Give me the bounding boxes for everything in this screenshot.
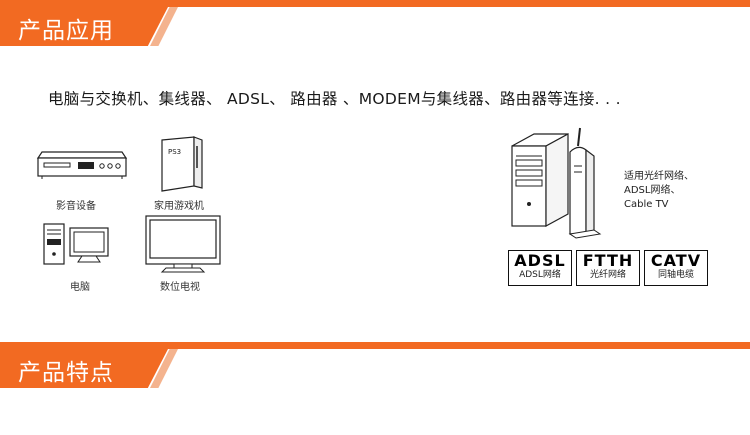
device-label: 影音设备 — [56, 201, 96, 212]
desktop-computer-icon — [43, 223, 109, 265]
badge-catv: CATV 同轴电缆 — [644, 250, 708, 286]
badge-adsl: ADSL ADSL网络 — [508, 250, 572, 286]
svg-text:PS3: PS3 — [168, 148, 181, 156]
network-diagram — [508, 126, 608, 242]
device-television — [144, 214, 222, 274]
badge-title: FTTH — [582, 251, 634, 270]
badge-subtitle: 光纤网络 — [589, 270, 626, 280]
device-dvd-player — [36, 150, 128, 180]
game-console-icon: PS3 — [161, 136, 203, 192]
header-line — [0, 342, 750, 349]
section-title: 产品特点 — [18, 360, 114, 386]
support-line: ADSL网络、 — [624, 185, 681, 196]
dvd-player-icon — [36, 151, 128, 179]
intro-text: 电脑与交换机、集线器、 ADSL、 路由器 、MODEM与集线器、路由器等连接.… — [48, 90, 621, 108]
device-game-console: PS3 — [158, 136, 206, 194]
badge-subtitle: 同轴电缆 — [657, 270, 694, 280]
badge-title: ADSL — [514, 251, 566, 270]
device-label: 数位电视 — [160, 282, 200, 293]
section-header-features: 产品特点 — [0, 342, 750, 388]
network-support-text: 适用光纤网络、 ADSL网络、 Cable TV — [624, 170, 694, 212]
header-line — [0, 0, 750, 7]
support-line: 适用光纤网络、 — [624, 171, 694, 182]
header-tab — [0, 7, 168, 46]
device-label: 电脑 — [70, 282, 90, 293]
pc-tower-modem-icon — [511, 127, 602, 239]
device-label: 家用游戏机 — [154, 201, 204, 212]
header-tab — [0, 349, 168, 388]
support-line: Cable TV — [624, 199, 669, 210]
badge-subtitle: ADSL网络 — [519, 270, 561, 280]
section-header-application: 产品应用 — [0, 0, 750, 46]
badge-title: CATV — [650, 251, 702, 270]
television-icon — [145, 215, 221, 273]
device-desktop-computer — [42, 222, 112, 266]
badge-ftth: FTTH 光纤网络 — [576, 250, 640, 286]
section-title: 产品应用 — [18, 18, 114, 44]
